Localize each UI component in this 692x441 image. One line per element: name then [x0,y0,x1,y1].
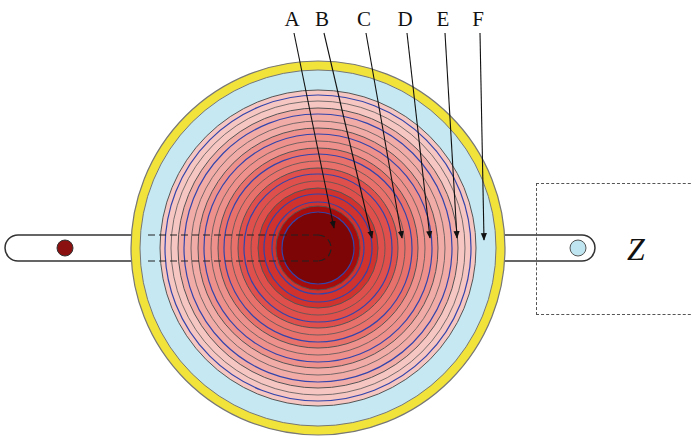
rings [131,61,505,435]
part-label: E [437,9,450,30]
part-label: F [472,9,484,30]
dashed-box: Z [536,183,692,315]
outlet-dot [570,240,586,256]
hidden-tube [148,235,331,261]
part-label: C [357,9,371,30]
inlet-dot [57,240,73,256]
box-label: Z [627,233,645,265]
part-label: B [315,9,329,30]
leader-arrows [294,33,484,240]
part-label: A [284,9,299,30]
part-label: D [397,9,412,30]
